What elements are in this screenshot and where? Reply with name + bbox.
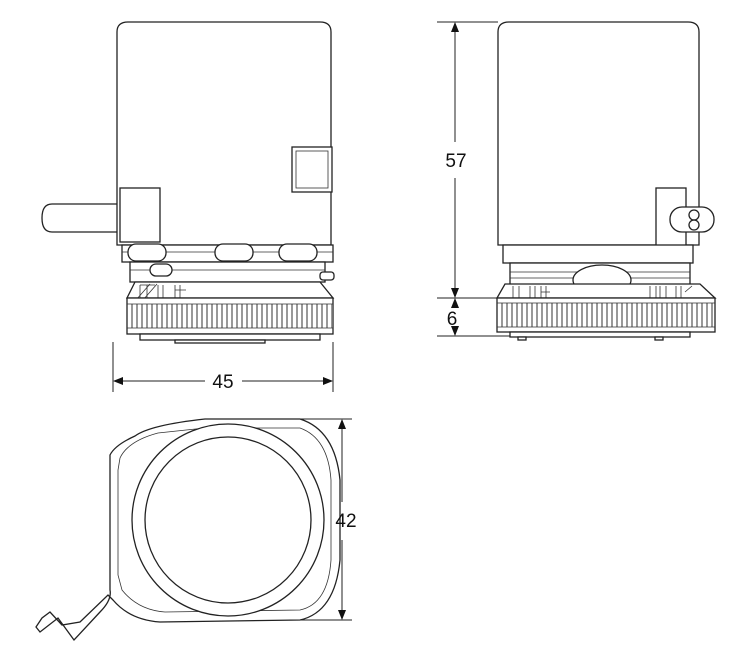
height-dimension-label: 57 xyxy=(445,151,466,172)
cable-entry-block xyxy=(119,187,161,243)
height-dimension: 57 6 xyxy=(437,21,510,337)
depth-dimension-label: 42 xyxy=(335,511,356,532)
top-cap-circle xyxy=(131,423,325,617)
indicator-window xyxy=(291,146,333,193)
actuator-cap xyxy=(116,21,332,246)
top-view xyxy=(35,418,341,642)
side-view xyxy=(495,21,717,341)
depth-dimension: 42 xyxy=(300,418,357,621)
width-dimension: 45 xyxy=(112,342,334,393)
width-dimension-label: 45 xyxy=(212,372,233,393)
connector-pin xyxy=(41,203,120,233)
base-height-dimension-label: 6 xyxy=(447,309,458,330)
side-actuator-cap xyxy=(497,21,700,246)
bottom-plate xyxy=(139,333,321,341)
front-view xyxy=(41,21,335,344)
